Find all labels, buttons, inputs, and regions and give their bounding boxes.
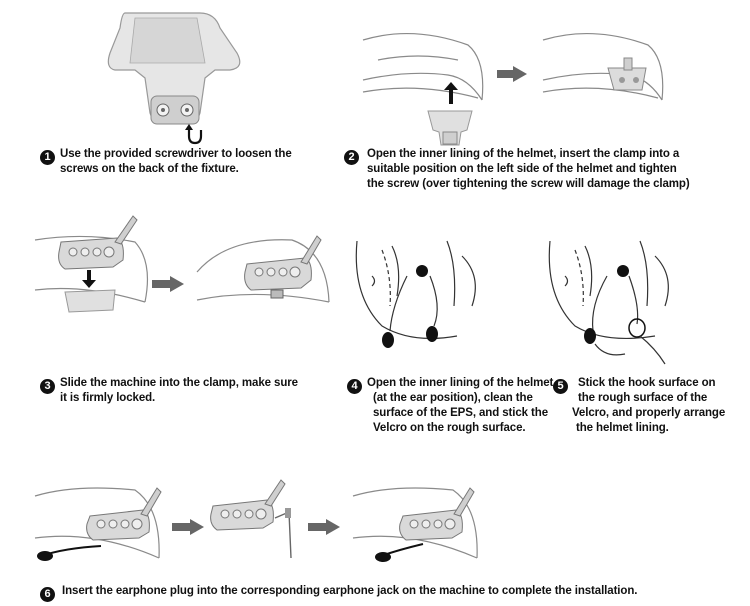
step-5-line: the rough surface of the [578,392,708,404]
step-1-text: Use the provided screwdriver to loosen t… [60,147,292,177]
step-4-line: Velcro on the rough surface. [373,422,526,434]
helmet-with-clamp-illustration [542,32,664,101]
step-4-line: Open the inner lining of the helmet [367,377,554,389]
helmet-hook-surface-illustration [548,240,669,365]
step-2-line: suitable position on the left side of th… [367,163,677,175]
step-3-text: Slide the machine into the clamp, make s… [60,376,298,406]
right-arrow-icon [497,66,527,82]
right-arrow-icon [308,519,340,535]
step-6-number: 6 [40,587,55,602]
step-5-text: Stick the hook surface on the rough surf… [572,376,725,436]
helmet-device-earphone-illustration [34,487,162,561]
step-2-line: Open the inner lining of the helmet, ins… [367,148,680,160]
right-arrow-icon [172,519,204,535]
step-4-line: surface of the EPS, and stick the [373,407,549,419]
fixture-illustration [107,12,241,125]
right-arrow-icon [152,276,184,292]
step-2-text: Open the inner lining of the helmet, ins… [367,147,690,192]
step-3-number: 3 [40,379,55,394]
step-4-line: (at the ear position), clean the [373,392,533,404]
helmet-open-lining-illustration [362,32,484,101]
device-slide-into-clamp-illustration [34,215,149,313]
step-5-line: Stick the hook surface on [578,377,716,389]
step-4-number: 4 [347,379,362,394]
step-2-number: 2 [344,150,359,165]
helmet-device-earphone-installed-illustration [352,487,478,562]
up-arrow-icon [444,82,458,104]
device-with-plug-illustration [210,479,292,559]
rotate-arrow-icon [185,124,203,145]
step-4-text: Open the inner lining of the helmet (at … [367,376,553,436]
step-1-line: screws on the back of the fixture. [60,163,239,175]
step-1-number: 1 [40,150,55,165]
clamp-illustration [427,110,473,146]
step-5-line: the helmet lining. [576,422,669,434]
step-3-line: Slide the machine into the clamp, make s… [60,377,298,389]
step-2-line: the screw (over tightening the screw wil… [367,178,690,190]
step-5-number: 5 [553,379,568,394]
step-5-line: Velcro, and properly arrange [572,407,726,419]
helmet-ear-velcro-illustration [355,240,476,348]
device-mounted-illustration [196,235,330,303]
step-3-line: it is firmly locked. [60,392,156,404]
step-6-line: Insert the earphone plug into the corres… [62,585,638,597]
step-6-text: Insert the earphone plug into the corres… [62,584,637,599]
step-1-line: Use the provided screwdriver to loosen t… [60,148,292,160]
